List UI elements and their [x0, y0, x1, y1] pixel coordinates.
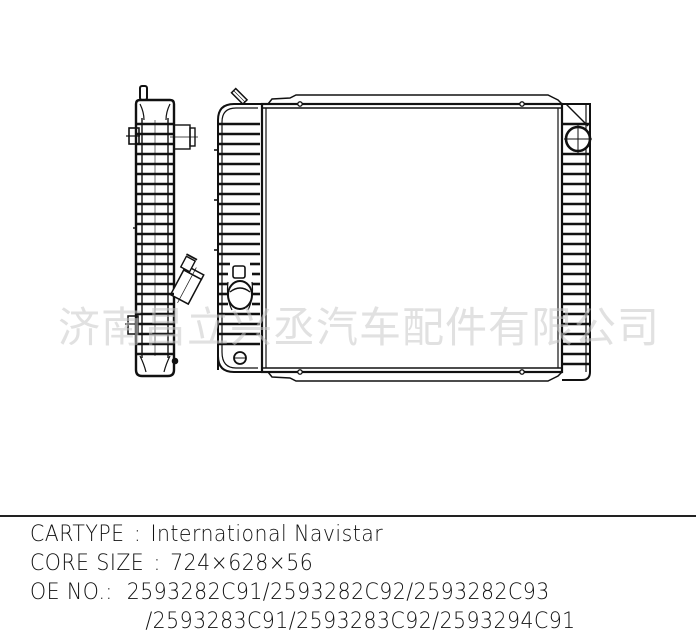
- oe-no-continuation-row: /2593283C91/2593283C92/2593294C91: [30, 607, 644, 636]
- divider-line: [0, 515, 696, 517]
- cartype-row: CARTYPE: International Navistar: [30, 520, 644, 549]
- core-size-value: 724×628×56: [170, 551, 314, 576]
- side-view: [125, 85, 205, 378]
- core-size-separator: :: [153, 551, 161, 576]
- oe-no-row: OE NO.: 2593282C91/2593282C92/2593282C93: [30, 578, 644, 607]
- core-size-label: CORE SIZE: [30, 551, 145, 576]
- cartype-separator: :: [133, 522, 142, 547]
- radiator-drawing: [125, 85, 592, 382]
- oe-no-label: OE NO.:: [30, 580, 113, 605]
- spec-block: CARTYPE: International Navistar CORE SIZE…: [30, 520, 690, 636]
- oe-no-value-line1: 2593282C91/2593282C92/2593282C93: [126, 580, 550, 605]
- front-view: [214, 87, 592, 382]
- cartype-label: CARTYPE: [30, 522, 125, 547]
- oe-no-value-line2: /2593283C91/2593283C92/2593294C91: [145, 609, 576, 634]
- core-size-row: CORE SIZE:724×628×56: [30, 549, 644, 578]
- cartype-value: International Navistar: [150, 522, 384, 547]
